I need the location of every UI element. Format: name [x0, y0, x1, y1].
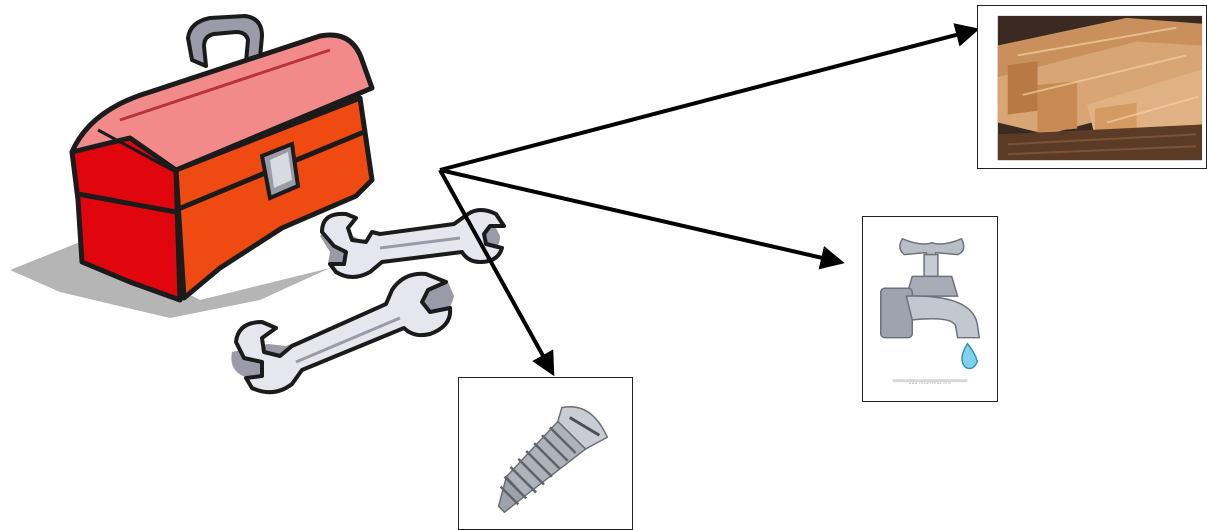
screw-image-frame [458, 377, 633, 530]
lumber-image-frame [977, 5, 1207, 169]
screw-icon [459, 378, 632, 529]
arrow-to-lumber [439, 23, 980, 172]
wrench-icon [231, 271, 454, 395]
toolbox-icon [10, 14, 375, 318]
wrench-icon [320, 208, 506, 279]
arrow-to-screw [438, 169, 555, 377]
faucet-image-frame: www.clipartsfree.com [862, 216, 998, 402]
arrow-to-faucet [439, 168, 845, 270]
arrows [438, 23, 980, 377]
faucet-caption: www.clipartsfree.com [908, 381, 952, 385]
faucet-icon [863, 217, 997, 401]
wood-planks-icon [978, 6, 1206, 168]
